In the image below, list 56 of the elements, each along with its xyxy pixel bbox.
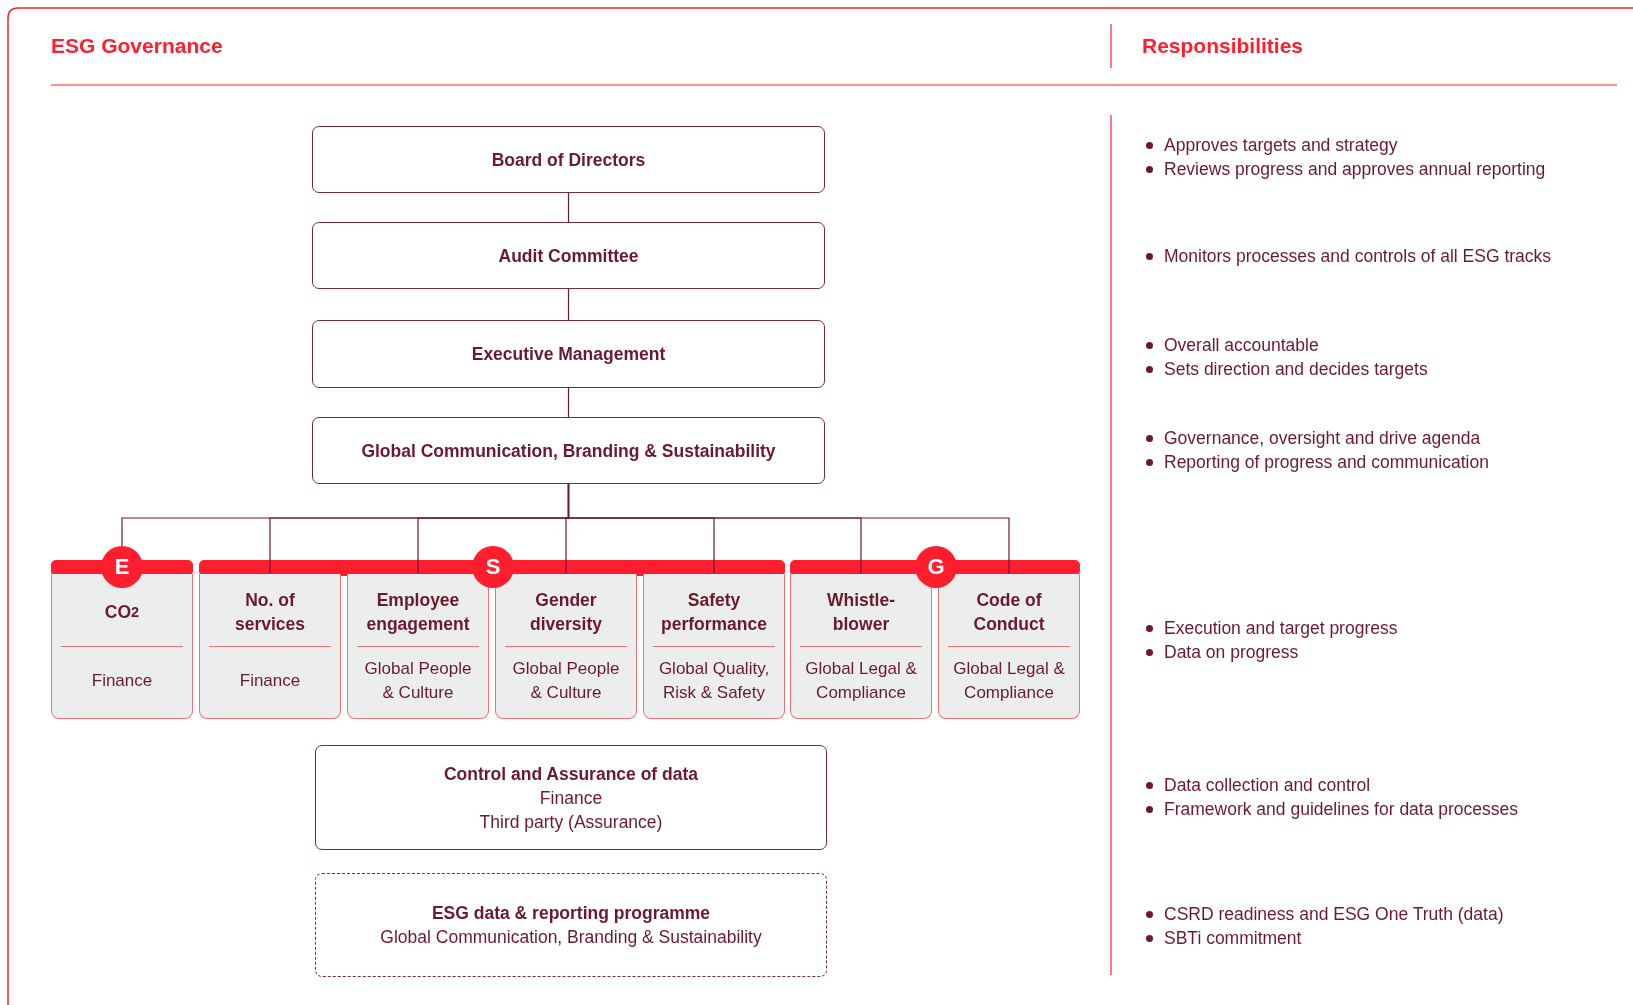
node-subtitle: Global Quality, Risk & Safety	[657, 658, 771, 704]
department-box	[312, 417, 825, 484]
responsibility-text: Reporting of progress and communication	[1164, 451, 1489, 474]
badge-letter: E	[114, 554, 130, 580]
node-title: Code of Conduct	[972, 589, 1046, 636]
node-title: Global Communication, Branding & Sustainability	[361, 439, 776, 463]
responsibility-text: CSRD readiness and ESG One Truth (data)	[1164, 903, 1504, 926]
track-card	[495, 574, 637, 719]
connector-line	[567, 192, 570, 223]
committee-box	[312, 222, 825, 289]
node-title: Executive Management	[471, 343, 666, 366]
node-title: Safety performance	[660, 589, 768, 636]
responsibility-text: Overall accountable	[1164, 334, 1319, 357]
node-subtitle: Third party (Assurance)	[479, 810, 663, 834]
connector-line	[567, 483, 1010, 575]
responsibility-text: Governance, oversight and drive agenda	[1164, 427, 1481, 450]
node-subtitle: Finance	[539, 786, 603, 810]
track-card	[790, 574, 932, 719]
node-title: Control and Assurance of data	[443, 762, 699, 786]
responsibility-text: Monitors processes and controls of all ESG tracks	[1164, 245, 1552, 268]
management-box	[312, 320, 825, 388]
board-box	[312, 126, 825, 193]
diagram-title: ESG Governance	[51, 34, 223, 58]
assurance-box	[315, 745, 827, 850]
programme-box	[315, 873, 827, 977]
responsibility-text: Data on progress	[1164, 641, 1299, 664]
badge-letter: G	[927, 554, 945, 580]
track-card	[347, 574, 489, 719]
track-card	[938, 574, 1080, 719]
node-title: Whistle- blower	[825, 589, 897, 636]
responsibility-text: SBTi commitment	[1164, 927, 1302, 950]
track-card	[643, 574, 785, 719]
section-heading: Responsibilities	[1142, 34, 1304, 58]
responsibility-text: Data collection and control	[1164, 774, 1371, 797]
connector-line	[567, 288, 570, 321]
responsibility-text: Execution and target progress	[1164, 617, 1398, 640]
node-title: Board of Directors	[491, 148, 646, 172]
badge-letter: S	[485, 554, 501, 580]
responsibility-text: Framework and guidelines for data processes	[1164, 798, 1519, 821]
node-title: ESG data & reporting programme	[431, 902, 711, 925]
responsibility-text: Sets direction and decides targets	[1164, 358, 1428, 381]
node-subtitle: Global Legal & Compliance	[804, 658, 918, 704]
node-title: Gender diversity	[529, 589, 603, 636]
track-card	[199, 574, 341, 719]
node-title: Audit Committee	[498, 244, 639, 268]
node-subtitle: Global Legal & Compliance	[952, 658, 1066, 704]
responsibility-text: Approves targets and strategy	[1164, 134, 1398, 157]
node-subtitle: Global Communication, Branding & Sustainability	[380, 926, 762, 949]
node-subtitle: Finance	[238, 670, 302, 692]
node-subtitle: Global People & Culture	[511, 658, 621, 704]
node-title: Employee engagement	[365, 589, 471, 636]
node-title: No. of services	[233, 589, 307, 636]
node-subtitle: Finance	[90, 670, 154, 692]
node-subtitle: Global People & Culture	[363, 658, 473, 704]
responsibility-text: Reviews progress and approves annual reporting	[1164, 158, 1546, 181]
connector-line	[567, 387, 570, 418]
